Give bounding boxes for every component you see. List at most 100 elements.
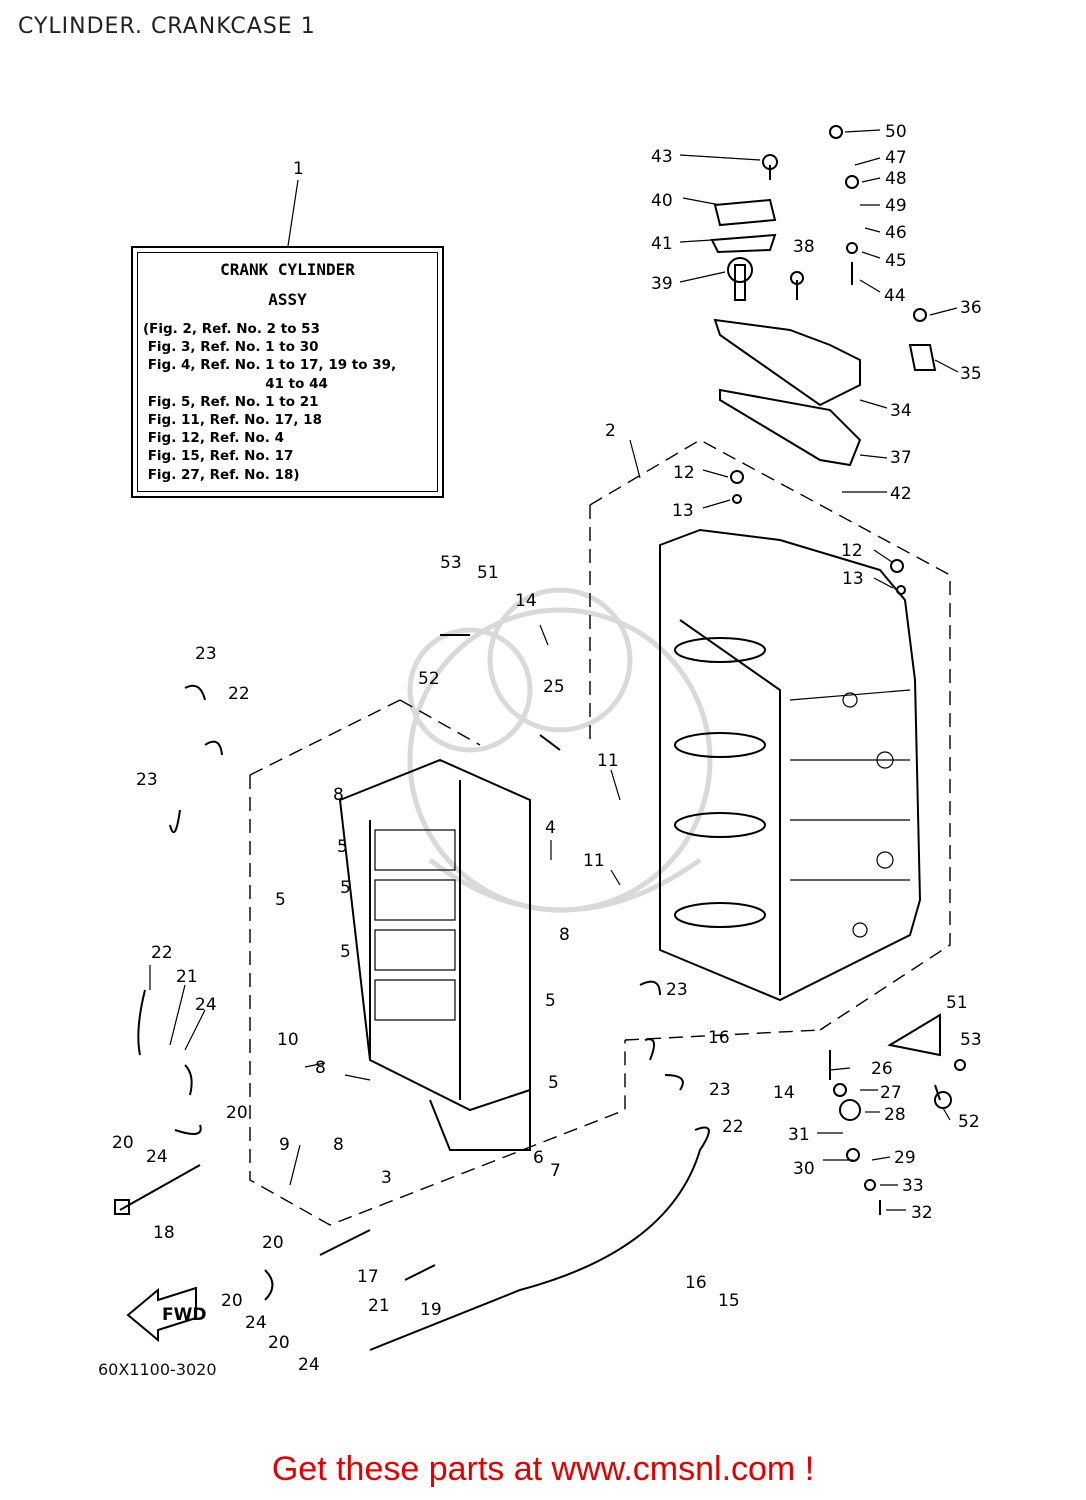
callout-27: 27 [880,1083,902,1103]
callout-13: 13 [842,569,864,589]
callout-5: 5 [545,991,556,1011]
callout-20: 20 [221,1291,243,1311]
callout-53: 53 [960,1030,982,1050]
callout-1: 1 [293,159,304,179]
cylinder-block [659,528,922,1002]
callout-36: 36 [960,298,982,318]
callout-28: 28 [884,1105,906,1125]
callout-8: 8 [315,1058,326,1078]
callout-14: 14 [773,1083,795,1103]
callout-35: 35 [960,364,982,384]
callout-23: 23 [136,770,158,790]
callout-11: 11 [583,851,605,871]
assembly-note-line: Fig. 27, Ref. No. 18) [143,466,300,483]
callout-10: 10 [277,1030,299,1050]
callout-49: 49 [885,196,907,216]
callout-42: 42 [890,484,912,504]
callout-24: 24 [146,1147,168,1167]
callout-8: 8 [333,785,344,805]
callout-37: 37 [890,448,912,468]
callout-24: 24 [298,1355,320,1375]
fwd-arrow: FWD [126,1286,206,1343]
assembly-notes: (Fig. 2, Ref. No. 2 to 53 Fig. 3, Ref. N… [143,320,434,484]
callout-23: 23 [666,980,688,1000]
diagram-code: 60X1100-3020 [98,1360,217,1379]
callout-21: 21 [368,1296,390,1316]
assembly-note-line: Fig. 5, Ref. No. 1 to 21 [143,393,319,410]
callout-41: 41 [651,234,673,254]
callout-46: 46 [885,223,907,243]
callout-18: 18 [153,1223,175,1243]
callout-22: 22 [722,1117,744,1137]
callout-43: 43 [651,147,673,167]
callout-40: 40 [651,191,673,211]
callout-5: 5 [548,1073,559,1093]
callout-34: 34 [890,401,912,421]
callout-51: 51 [946,993,968,1013]
callout-11: 11 [597,751,619,771]
callout-39: 39 [651,274,673,294]
fwd-label: FWD [162,1305,206,1325]
callout-8: 8 [333,1135,344,1155]
callout-29: 29 [894,1148,916,1168]
assembly-info-inner-border [137,252,438,492]
page-title: CYLINDER. CRANKCASE 1 [18,14,316,39]
callout-32: 32 [911,1203,933,1223]
callout-38: 38 [793,237,815,257]
callout-12: 12 [841,541,863,561]
callout-51: 51 [477,563,499,583]
cover-plate [710,198,862,467]
callout-15: 15 [718,1291,740,1311]
callout-21: 21 [176,967,198,987]
callout-44: 44 [884,286,906,306]
callout-17: 17 [357,1267,379,1287]
callout-50: 50 [885,122,907,142]
assembly-subtitle: ASSY [268,290,307,309]
callout-20: 20 [112,1133,134,1153]
phantom-outlines [249,439,951,1226]
callout-5: 5 [337,837,348,857]
callout-26: 26 [871,1059,893,1079]
footer-link-text[interactable]: Get these parts at www.cmsnl.com ! [271,1450,815,1488]
leader-lines [149,129,959,1211]
callout-5: 5 [340,878,351,898]
callout-9: 9 [279,1135,290,1155]
hoses [137,684,710,1351]
assembly-title: CRANK CYLINDER [220,260,355,279]
callout-20: 20 [262,1233,284,1253]
callout-3: 3 [381,1168,392,1188]
crankcase [338,758,531,1151]
callout-31: 31 [788,1125,810,1145]
assembly-info-box: CRANK CYLINDER ASSY (Fig. 2, Ref. No. 2 … [131,246,444,498]
callout-4: 4 [545,818,556,838]
callout-13: 13 [672,501,694,521]
assembly-note-line: Fig. 3, Ref. No. 1 to 30 [143,339,319,356]
callout-52: 52 [418,669,440,689]
callout-23: 23 [709,1080,731,1100]
callout-7: 7 [550,1161,561,1181]
callout-16: 16 [708,1028,730,1048]
assembly-note-line: Fig. 4, Ref. No. 1 to 17, 19 to 39, [143,357,397,374]
fasteners [114,125,966,1281]
callout-5: 5 [275,890,286,910]
assembly-note-line: Fig. 11, Ref. No. 17, 18 [143,412,322,429]
callout-12: 12 [673,463,695,483]
watermark-logo [407,587,713,913]
callout-30: 30 [793,1159,815,1179]
callout-22: 22 [151,943,173,963]
callout-33: 33 [902,1176,924,1196]
callout-47: 47 [885,148,907,168]
callout-14: 14 [515,591,537,611]
callout-25: 25 [543,677,565,697]
callout-8: 8 [559,925,570,945]
callout-23: 23 [195,644,217,664]
callout-20: 20 [226,1103,248,1123]
callout-5: 5 [340,942,351,962]
assembly-note-line: (Fig. 2, Ref. No. 2 to 53 [143,321,320,337]
assembly-note-line: 41 to 44 [143,375,328,392]
callout-labels: 1 2 3 4 5 5 5 5 5 5 6 7 8 8 8 8 9 10 11 … [112,122,982,1375]
callout-24: 24 [195,995,217,1015]
callout-53: 53 [440,553,462,573]
callout-24: 24 [245,1313,267,1333]
